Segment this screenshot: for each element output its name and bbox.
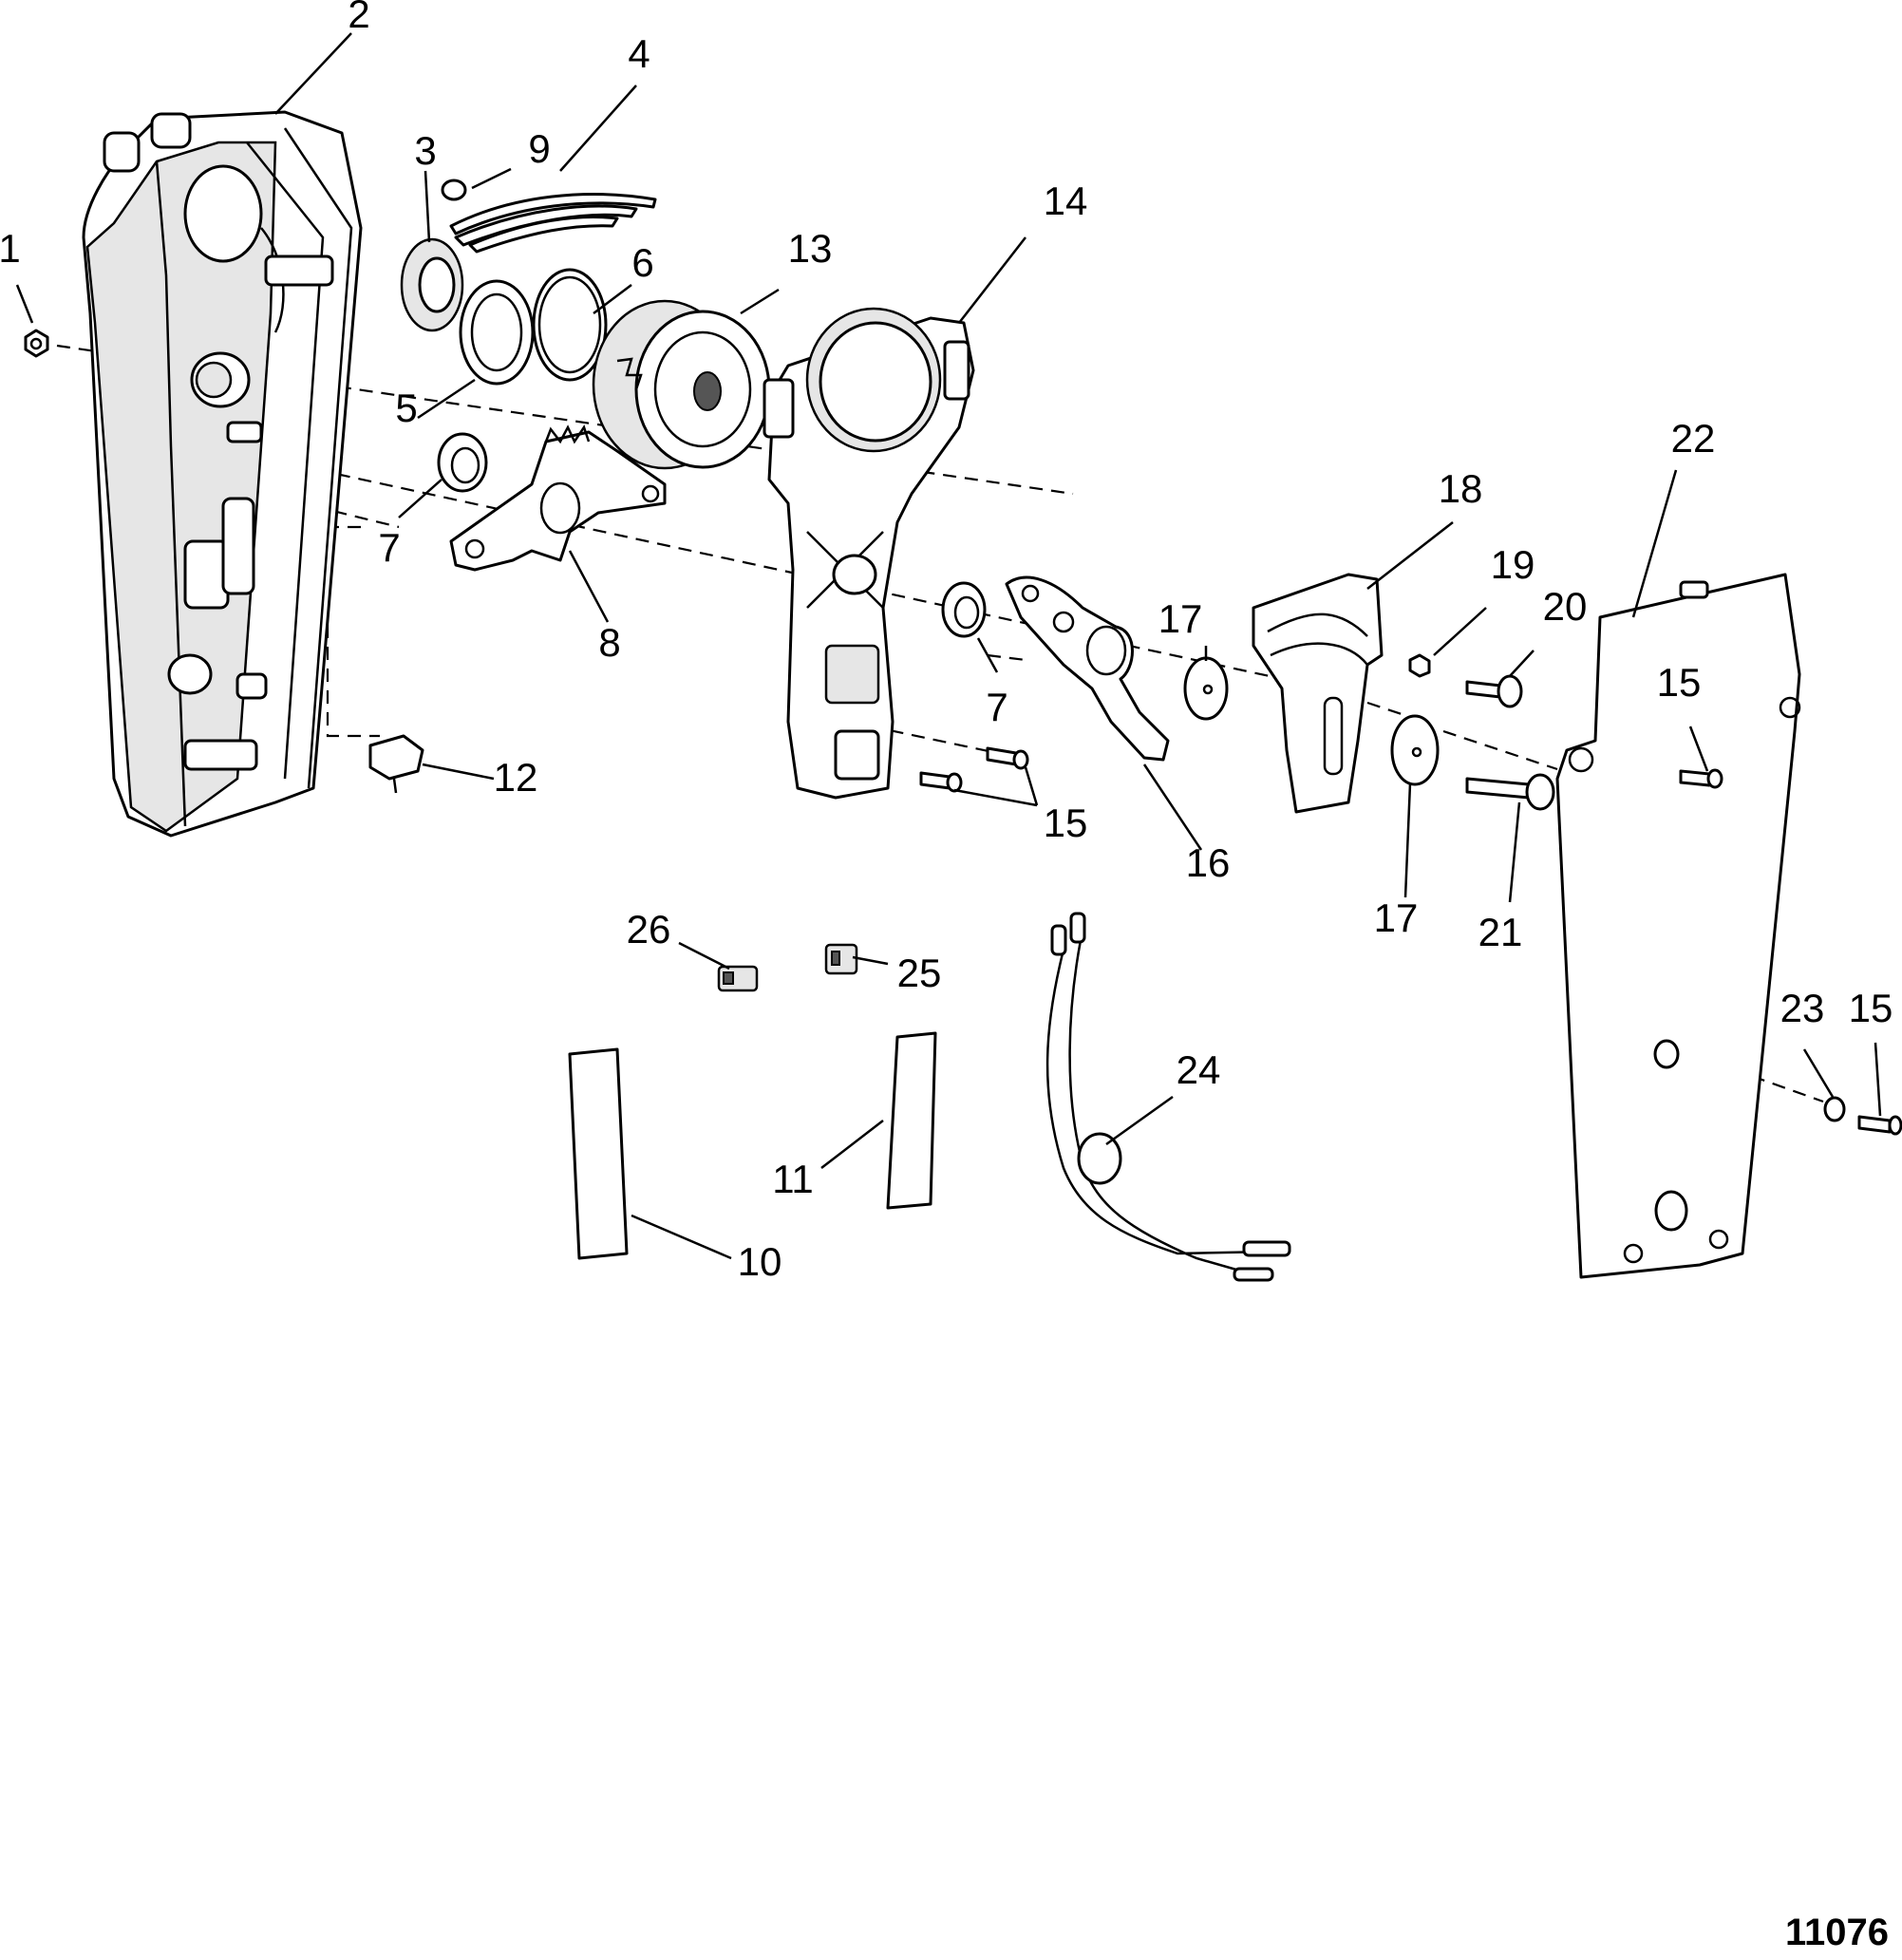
part-retaining-ring (532, 268, 608, 382)
part-springs (449, 193, 657, 254)
callout-17-upper: 17 (1158, 596, 1203, 641)
part-housing (82, 110, 363, 838)
callout-labels: 1 2 3 4 5 6 7 8 9 10 11 12 13 14 15 16 7… (0, 0, 1893, 1284)
callout-22: 22 (1671, 416, 1716, 461)
figure-number: 11076 (1785, 1912, 1889, 1953)
part-screw-cover (1679, 768, 1723, 789)
callout-4: 4 (628, 31, 650, 76)
callout-3: 3 (414, 128, 436, 173)
callout-15-bottom: 15 (1849, 986, 1893, 1030)
callout-24: 24 (1177, 1047, 1221, 1092)
callout-5: 5 (395, 386, 417, 430)
part-cover-plate (1555, 573, 1801, 1279)
callout-16: 16 (1186, 840, 1231, 885)
part-switch (368, 734, 424, 794)
part-nut-19 (1408, 653, 1431, 678)
part-washer-upper (1183, 656, 1229, 721)
leader-lines (15, 32, 1882, 1260)
callout-25: 25 (897, 951, 942, 995)
part-harness (1045, 912, 1291, 1282)
callout-18: 18 (1439, 466, 1483, 511)
callout-7-lower: 7 (986, 685, 1007, 729)
callout-19: 19 (1491, 542, 1535, 587)
callout-8: 8 (598, 620, 620, 665)
callout-1: 1 (0, 226, 21, 271)
part-screw-20 (1465, 674, 1523, 708)
callout-21: 21 (1478, 910, 1523, 954)
part-washer (459, 279, 535, 386)
callout-9: 9 (528, 126, 550, 171)
part-bushing-lower (941, 581, 987, 638)
part-washer-23 (1823, 1096, 1846, 1122)
callout-10: 10 (738, 1239, 782, 1284)
part-pin-21 (1465, 773, 1555, 811)
part-plate-ring (400, 237, 464, 332)
callout-6: 6 (631, 240, 653, 285)
callout-12: 12 (494, 755, 538, 800)
part-decal-11 (886, 1031, 937, 1210)
callout-15-middle: 15 (1044, 801, 1088, 845)
callout-20: 20 (1543, 584, 1588, 629)
callout-15-cover: 15 (1657, 660, 1702, 705)
part-frame (763, 307, 975, 800)
part-screws-middle (919, 746, 1029, 793)
part-washer-lower (1390, 714, 1440, 786)
callout-26: 26 (627, 907, 671, 952)
callout-7-upper: 7 (378, 525, 400, 570)
callout-13: 13 (788, 226, 833, 271)
part-nut (24, 329, 49, 358)
callout-17-lower: 17 (1374, 895, 1419, 940)
callout-14: 14 (1044, 179, 1088, 223)
callout-11: 11 (772, 1157, 814, 1201)
part-bushing-upper (437, 432, 488, 493)
part-lever-plate (449, 424, 667, 572)
part-screw-bottom-right (1857, 1115, 1902, 1136)
part-gear-assembly (592, 299, 771, 470)
callout-23: 23 (1780, 986, 1825, 1030)
callout-2: 2 (348, 0, 369, 36)
part-lever-arm (1005, 575, 1170, 762)
part-decal-10 (568, 1047, 629, 1260)
part-connector-25 (824, 943, 858, 975)
part-small-nut (441, 179, 467, 201)
part-cam-plate (1252, 573, 1384, 814)
part-connector-26 (717, 965, 759, 992)
